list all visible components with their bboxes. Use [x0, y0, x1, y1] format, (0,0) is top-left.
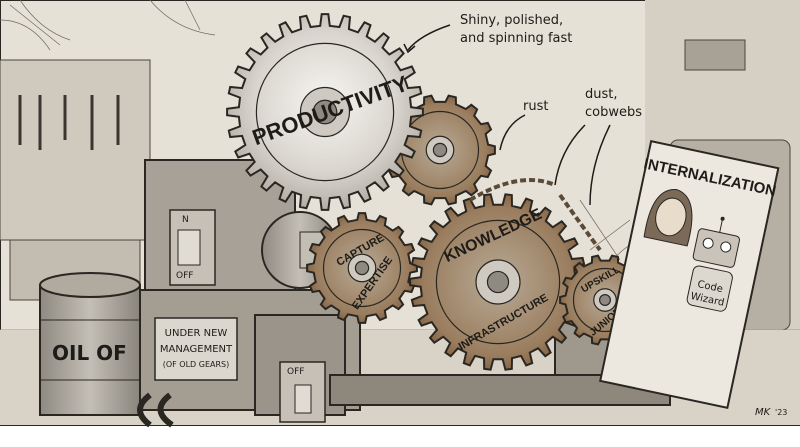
svg-text:UNDER NEW: UNDER NEW: [165, 328, 228, 339]
svg-text:cobwebs: cobwebs: [585, 105, 642, 120]
robot-icon: [686, 216, 740, 312]
switch-off-label: OFF: [176, 271, 193, 281]
svg-text:MANAGEMENT: MANAGEMENT: [160, 344, 233, 355]
gear-group: [226, 13, 651, 371]
gear-productivity-hub: [312, 99, 338, 125]
annotation-rust: rust: [499, 99, 548, 151]
gear-knowledge-infrastructure-hub: [435, 219, 561, 345]
svg-text:'23: '23: [775, 408, 787, 417]
rusty-chain: [468, 178, 602, 252]
svg-text:(OF OLD GEARS): (OF OLD GEARS): [163, 360, 230, 369]
gear-productivity-hub: [255, 42, 395, 182]
gear-capture-expertise-hub: [322, 228, 402, 308]
switch-bottom[interactable]: OFF: [279, 361, 326, 423]
internalization-poster: INTERNALIZATION Code Wizard: [599, 140, 780, 410]
gear-upskill-juniors-hub: [598, 294, 611, 307]
switch-off-label: OFF: [287, 367, 304, 377]
woman-portrait: [643, 189, 693, 247]
switch-top[interactable]: N OFF: [169, 209, 216, 286]
svg-text:and spinning fast: and spinning fast: [460, 31, 572, 46]
gear-knowledge-infrastructure-hub: [486, 270, 510, 294]
gear-capture-expertise-hub: [354, 260, 370, 276]
annotation-dust: dust, cobwebs: [554, 87, 642, 206]
switch-on-label: N: [182, 215, 189, 225]
svg-text:MK: MK: [755, 407, 772, 418]
robot-caption-code: Code: [696, 279, 723, 295]
artist-signature: MK '23: [755, 407, 787, 418]
svg-text:dust,: dust,: [585, 87, 618, 102]
wrench-rack: [18, 95, 120, 150]
annotation-shiny: Shiny, polished, and spinning fast: [403, 13, 572, 54]
nameplate: UNDER NEW MANAGEMENT (OF OLD GEARS): [154, 317, 238, 381]
gear-rusty-small-hub: [432, 142, 448, 158]
oil-barrel: OIL OF: [39, 272, 141, 416]
barrel-label: OIL OF: [52, 341, 127, 365]
svg-text:Shiny, polished,: Shiny, polished,: [460, 13, 563, 28]
svg-text:rust: rust: [523, 99, 548, 114]
